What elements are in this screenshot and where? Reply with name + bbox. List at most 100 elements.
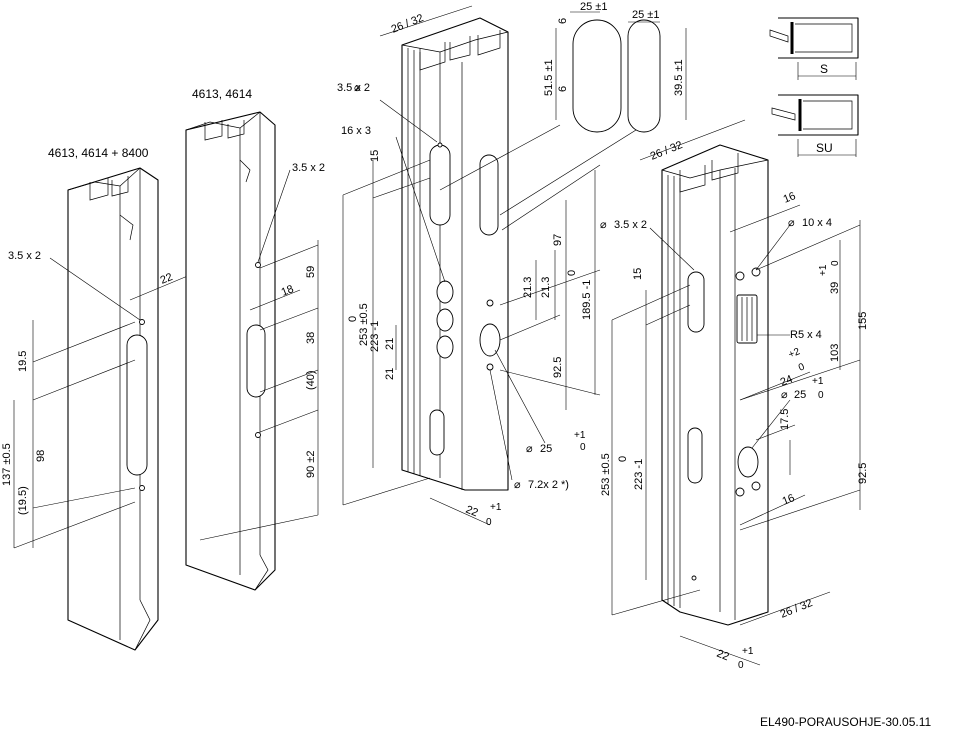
slot-hole	[126, 334, 148, 476]
circle-sym-5: ⌀	[788, 217, 795, 229]
dim-22-a: 22	[159, 271, 175, 287]
dim-223-a: 223 -1	[369, 321, 381, 352]
dim-3-5x2-d: 3.5 x 2	[614, 219, 647, 231]
dim-38: 38	[305, 332, 317, 344]
tol-zero-c: 0	[830, 260, 841, 266]
hole-10x4-b	[751, 267, 761, 277]
hole-25	[479, 323, 501, 357]
dim-103: 103	[829, 344, 841, 362]
tol-plus2: +2	[787, 346, 802, 361]
round-hole-1	[436, 280, 454, 304]
hole-25-p4	[737, 446, 759, 478]
dim-15-b: 15	[632, 268, 644, 280]
dim-40: (40)	[305, 370, 317, 390]
profile-2-label: 4613, 4614	[192, 87, 252, 101]
dim-26-32-c: 26 / 32	[779, 597, 815, 621]
hole-10x4-a	[735, 271, 745, 281]
circle-sym-1: ⌀	[354, 82, 361, 94]
circle-sym-3: ⌀	[514, 479, 521, 491]
dim-25-b: 25	[794, 389, 806, 401]
dim-16-a: 16	[782, 190, 798, 206]
tol-zero-e: 0	[818, 390, 824, 401]
dim-22-c: 22	[715, 648, 731, 664]
dim-59: 59	[305, 266, 317, 278]
profile-1-dimensions: 3.5 x 2 22 19.5 98 137 ±0.5 (19.5)	[1, 250, 191, 549]
tol-plus1-a: +1	[574, 430, 586, 441]
circle-sym-2: ⌀	[526, 443, 533, 455]
dim-7-2x2: 7.2x 2 *)	[528, 479, 569, 491]
dim-97: 97	[552, 234, 564, 246]
slot-side	[479, 154, 499, 236]
dim-19-5-paren: (19.5)	[17, 486, 29, 515]
dim-155: 155	[857, 312, 869, 330]
dim-39: 39	[829, 282, 841, 294]
dim-253-b: 253 ±0.5	[600, 453, 612, 496]
dim-22-b: 22	[464, 504, 480, 520]
dim-98: 98	[35, 450, 47, 462]
small-hole-a	[486, 299, 494, 307]
dim-3-5x2-c: 3.5 x 2	[337, 82, 370, 94]
dim-92-5-b: 92.5	[857, 463, 869, 484]
drawing-footer: EL490-PORAUSOHJE-30.05.11	[760, 715, 932, 729]
dim-21-b: 21	[384, 368, 396, 380]
drill-hole-2-bottom	[255, 432, 261, 438]
hole-p4-c	[735, 487, 745, 497]
pin-hole-c	[437, 142, 443, 148]
profile-3-dimensions: 26 / 32 3.5 x 2 ⌀ 16 x 3 253 ±0.5 0 223 …	[337, 5, 601, 528]
dim-16x3: 16 x 3	[341, 125, 371, 137]
section-su: SU	[771, 94, 859, 157]
slot-p4-upper	[687, 271, 705, 333]
label-su: SU	[816, 141, 833, 155]
slot-detail-b	[627, 19, 661, 133]
profile-4-dimensions: 26 / 32 3.5 x 2 ⌀ 16 10 x 4 ⌀ 15 253 ±0.…	[600, 119, 869, 671]
dim-0-a: 0	[347, 316, 359, 322]
slot-p4-lower	[687, 427, 703, 484]
profile-2-dimensions: 3.5 x 2 18 59 38 (40) 90 ±2	[199, 162, 325, 541]
tol-plus1-e: +1	[742, 646, 754, 657]
dim-17-5: 17.5	[779, 409, 791, 430]
dim-6-a: 6	[557, 18, 569, 24]
slot-hole-2	[246, 324, 266, 398]
dim-137: 137 ±0.5	[1, 443, 13, 486]
profile-4	[661, 144, 769, 626]
slot-upper	[429, 144, 451, 226]
slot-detail: 25 ±1 25 ±1 6 6 51.5 ±1 39.5 ±1	[439, 1, 687, 216]
dim-10x4: 10 x 4	[802, 217, 832, 229]
dim-25pm1-b: 25 ±1	[632, 9, 659, 21]
dim-21-a: 21	[384, 338, 396, 350]
round-hole-2	[436, 308, 454, 332]
drill-hole-top	[139, 319, 145, 325]
hole-p4-d	[751, 481, 761, 491]
dim-0-b: 0	[566, 270, 578, 276]
pin-hole-p4	[691, 575, 697, 581]
dim-92-5-a: 92.5	[552, 357, 564, 378]
dim-21-3-b: 21.3	[540, 277, 552, 298]
drill-hole-2-top	[255, 262, 261, 268]
tol-zero-b: 0	[486, 517, 492, 528]
tol-plus1-d: +1	[812, 376, 824, 387]
circle-sym-6: ⌀	[781, 389, 788, 401]
dim-6-b: 6	[557, 86, 569, 92]
dim-189-5: 189.5 -1	[581, 280, 593, 320]
section-s: S	[769, 17, 859, 80]
dim-90: 90 ±2	[305, 451, 317, 478]
tol-zero-d: 0	[797, 361, 807, 373]
dim-24: 24	[779, 373, 795, 389]
dim-r5x4: R5 x 4	[790, 329, 822, 341]
profile-2	[185, 111, 276, 591]
dim-18: 18	[280, 283, 296, 299]
dim-39-5: 39.5 ±1	[673, 59, 685, 96]
dim-26-32-b: 26 / 32	[649, 139, 685, 163]
tol-zero-f: 0	[738, 660, 744, 671]
tol-zero-a: 0	[580, 442, 586, 453]
dim-25pm1-a: 25 ±1	[580, 1, 607, 13]
dim-223-b: 223 -1	[633, 459, 645, 490]
slot-lower	[429, 409, 445, 456]
profile-1-label: 4613, 4614 + 8400	[48, 146, 149, 160]
tol-plus1-c: +1	[818, 264, 829, 276]
dim-3-5x2-b: 3.5 x 2	[292, 162, 325, 174]
dim-15-a: 15	[369, 150, 381, 162]
slot-detail-a	[572, 19, 622, 133]
tol-plus1-b: +1	[490, 502, 502, 513]
